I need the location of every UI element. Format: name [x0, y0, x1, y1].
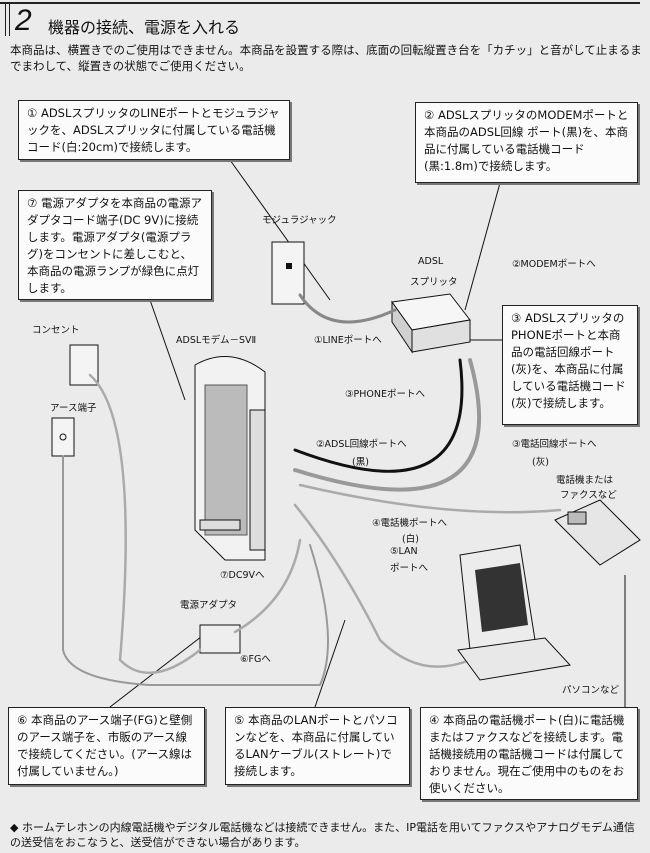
- label-gray: (灰): [532, 457, 549, 468]
- label-pc: パソコンなど: [562, 685, 620, 696]
- step-4-box: ④ 本商品の電話機ポート(白)に電話機またはファクスなどを接続します。電話機接続…: [420, 707, 638, 800]
- earth-terminal: [51, 417, 75, 457]
- label-tel-line-port: ③電話回線ポートへ: [512, 439, 597, 450]
- intro-text: 本商品は、横置きでのご使用はできません。本商品を設置する際は、底面の回転縦置き台…: [10, 43, 642, 73]
- modular-jack: [271, 241, 305, 305]
- label-adsl-port: ②ADSL回線ポートへ: [316, 439, 407, 450]
- label-lan-port-1: ⑤LAN: [390, 546, 418, 557]
- power-adapter: [199, 624, 241, 654]
- label-modem-port: ②MODEMポートへ: [512, 259, 596, 270]
- step-6-box: ⑥ 本商品のアース端子(FG)と壁側のアース端子を、市販のアース線で接続してくだ…: [8, 707, 205, 785]
- label-outlet: コンセント: [32, 325, 80, 336]
- label-black: (黒): [352, 457, 369, 468]
- label-dc9v: ⑦DC9Vへ: [220, 570, 265, 581]
- label-adapter: 電源アダプタ: [180, 600, 238, 611]
- label-white: (白): [402, 534, 419, 545]
- step-7-box: ⑦ 電源アダプタを本商品の電源アダプタコード端子(DC 9V)に接続します。電源…: [18, 190, 212, 300]
- step-1-box: ① ADSLスプリッタのLINEポートとモジュラジャックを、ADSLスプリッタに…: [18, 100, 290, 160]
- step-3-box: ③ ADSLスプリッタのPHONEポートと本商品の電話回線ポート(灰)を、本商品…: [502, 305, 638, 425]
- label-splitter-2: スプリッタ: [410, 277, 458, 288]
- header-rule: [0, 2, 640, 4]
- label-line-port: ①LINEポートへ: [314, 335, 382, 346]
- footer-note: ◆ ホームテレホンの内線電話機やデジタル電話機などは接続できません。また、IP電…: [10, 821, 635, 849]
- label-fg: ⑥FGへ: [240, 654, 271, 665]
- telephone: [554, 499, 641, 566]
- label-modem-name: ADSLモデム－SVⅡ: [176, 335, 257, 346]
- step-2-box: ② ADSLスプリッタのMODEMポートと本商品のADSL回線 ポート(黒)を、…: [415, 102, 638, 183]
- label-phone-port: ③PHONEポートへ: [345, 389, 425, 400]
- label-splitter-1: ADSL: [418, 256, 444, 267]
- label-modular-jack: モジュラジャック: [262, 215, 337, 226]
- label-tel-port: ④電話機ポートへ: [372, 518, 448, 529]
- page-title: 機器の接続、電源を入れる: [48, 18, 241, 37]
- label-phone-fax-2: ファクスなど: [560, 490, 617, 501]
- step-5-box: ⑤ 本商品のLANポートとパソコンなどを、本商品に付属しているLANケーブル(ス…: [225, 707, 410, 785]
- section-number: 2: [15, 4, 32, 37]
- label-phone-fax-1: 電話機または: [556, 475, 614, 486]
- label-lan-port-2: ポートへ: [390, 563, 429, 574]
- header-bar: [5, 4, 10, 36]
- label-earth: アース端子: [50, 403, 97, 414]
